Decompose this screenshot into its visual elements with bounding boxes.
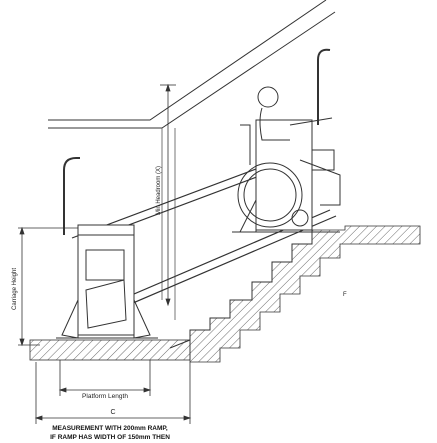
carriage-height-dimension (18, 226, 78, 347)
platform-length-dimension (58, 360, 152, 396)
lower-floor-slab (29, 339, 191, 361)
min-headroom-label: Min Headroom (X) (156, 166, 162, 215)
caption-line-2: IF RAMP HAS WIDTH OF 150mm THEN (50, 434, 170, 441)
upper-handrail (317, 48, 331, 125)
lower-handrail (63, 157, 80, 235)
dimension-f-label: F (343, 292, 347, 298)
stair-wall (161, 128, 176, 320)
caption-line-1: MEASUREMENT WITH 200mm RAMP, (52, 425, 168, 432)
min-headroom-dimension (160, 83, 176, 307)
carriage-height-label: Carriage Height (12, 268, 18, 310)
dimension-c (34, 362, 192, 424)
upper-carriage (232, 119, 340, 233)
lower-carriage (56, 224, 158, 339)
dimension-c-label: C (110, 409, 115, 416)
platform-length-label: Platform Length (82, 393, 128, 400)
wheelchair-user (237, 86, 341, 228)
staircase (169, 225, 421, 363)
ceiling-outline (48, 0, 336, 129)
